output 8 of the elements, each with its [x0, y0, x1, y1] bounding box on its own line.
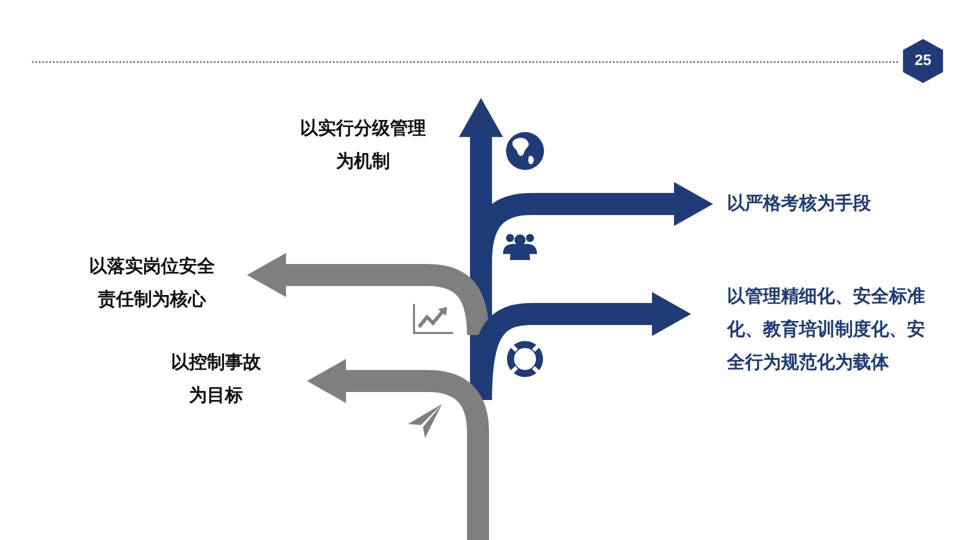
arrow — [307, 359, 489, 540]
step-text: 以落实岗位安全责任制为核心 — [88, 255, 216, 311]
step-text: 以管理精细化、安全标准化、教育培训制度化、安全行为规范化为载体 — [727, 285, 926, 374]
arrow — [247, 253, 489, 336]
step-text: 以实行分级管理为机制 — [299, 117, 427, 173]
page-number-hexagon: 25 — [901, 38, 945, 84]
step-text: 以严格考核为手段 — [727, 192, 872, 215]
step-text: 以控制事故为目标 — [170, 351, 262, 407]
